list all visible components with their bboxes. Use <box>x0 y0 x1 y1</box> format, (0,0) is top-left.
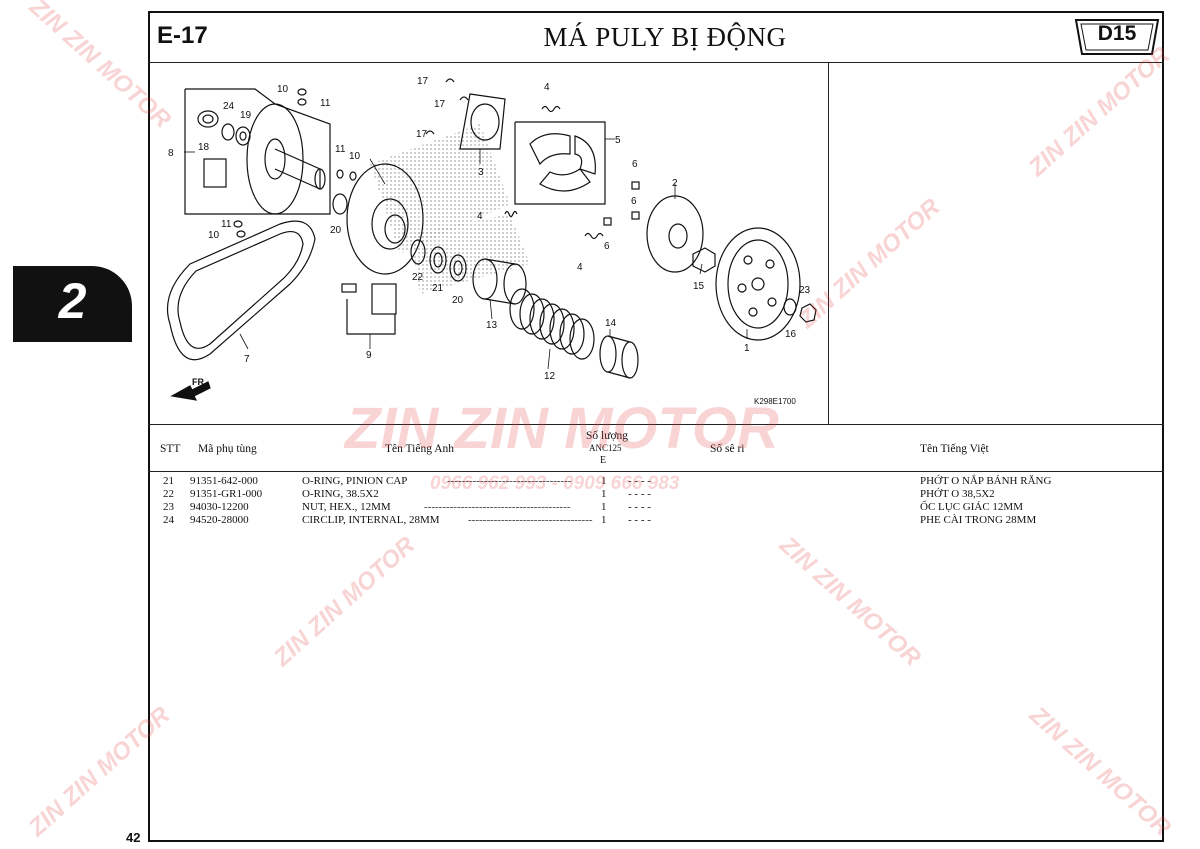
row-english: O-RING, PINION CAP <box>302 475 408 487</box>
col-header-english: Tên Tiếng Anh <box>385 443 455 455</box>
row-stt: 21 <box>163 475 174 487</box>
callout-8: 8 <box>168 148 174 159</box>
row-english: O-RING, 38.5X2 <box>302 488 379 500</box>
callout-22: 22 <box>412 272 424 283</box>
callout-4b: 4 <box>477 211 483 222</box>
callout-3: 3 <box>478 167 484 178</box>
callout-17c: 17 <box>416 129 428 140</box>
row-part-no: 91351-642-000 <box>190 475 258 487</box>
callout-21: 21 <box>432 283 444 294</box>
callout-19: 19 <box>240 110 252 121</box>
section-tab <box>13 266 132 342</box>
callout-14: 14 <box>605 318 617 329</box>
table-header-divider <box>148 471 1164 472</box>
row-serial: - - - - <box>628 514 651 526</box>
callout-10b: 10 <box>349 151 361 162</box>
row-vietnamese: PHỚT O NẮP BÁNH RĂNG <box>920 475 1052 487</box>
figure-side-divider <box>828 62 829 424</box>
callout-11c: 11 <box>221 219 232 230</box>
section-tab-number: 2 <box>58 273 87 329</box>
callout-4c: 4 <box>577 262 583 273</box>
callout-1: 1 <box>744 343 750 354</box>
callout-24: 24 <box>223 101 235 112</box>
col-header-serial: Số sê ri <box>710 443 745 455</box>
callout-15: 15 <box>693 281 705 292</box>
row-qty: 1 <box>601 514 607 526</box>
col-header-stt: STT <box>160 443 181 455</box>
col-header-qty-model: ANC125 <box>589 443 622 453</box>
watermark-brand: ZIN ZIN MOTOR <box>345 396 779 461</box>
callout-17: 17 <box>417 76 429 87</box>
callout-16: 16 <box>785 329 797 340</box>
row-leader: ---------------------------------- <box>468 514 593 526</box>
callout-11: 11 <box>320 98 331 109</box>
row-qty: 1 <box>601 488 607 500</box>
row-vietnamese: PHE CÀI TRONG 28MM <box>920 514 1037 526</box>
callout-7: 7 <box>244 354 250 365</box>
row-qty: 1 <box>601 501 607 513</box>
col-header-qty: Số lượng <box>586 430 629 442</box>
row-qty: 1 <box>601 475 607 487</box>
col-header-part-no: Mã phụ tùng <box>198 443 257 455</box>
watermark-phone: 0966 962 993 - 0909 666 983 <box>430 473 680 494</box>
row-part-no: 94520-28000 <box>190 514 249 526</box>
callout-20: 20 <box>330 225 342 236</box>
row-english: NUT, HEX., 12MM <box>302 501 391 513</box>
fr-label: FR. <box>192 377 207 387</box>
row-serial: - - - - <box>628 475 651 487</box>
figure-divider <box>148 424 1164 425</box>
header-divider <box>148 62 1164 63</box>
section-code: E-17 <box>157 22 208 49</box>
callout-12: 12 <box>544 371 556 382</box>
row-vietnamese: ỐC LỤC GIÁC 12MM <box>920 501 1023 513</box>
row-part-no: 91351-GR1-000 <box>190 488 263 500</box>
section-badge: D15 <box>1097 22 1137 45</box>
row-serial: - - - - <box>628 488 651 500</box>
row-leader: ---------------------------------- <box>447 475 572 487</box>
exploded-parts-diagram: 1 2 3 4 4 4 5 6 6 6 7 8 9 10 10 10 11 11… <box>166 76 817 406</box>
callout-10: 10 <box>277 84 289 95</box>
callout-4: 4 <box>544 82 550 93</box>
callout-2: 2 <box>672 178 678 189</box>
row-part-no: 94030-12200 <box>190 501 249 513</box>
callout-6: 6 <box>632 159 638 170</box>
row-serial: - - - - <box>628 501 651 513</box>
callout-23: 23 <box>799 285 811 296</box>
row-stt: 23 <box>163 501 174 513</box>
callout-6c: 6 <box>604 241 610 252</box>
row-stt: 24 <box>163 514 174 526</box>
callout-9: 9 <box>366 350 372 361</box>
callout-6b: 6 <box>631 196 637 207</box>
callout-5: 5 <box>615 135 621 146</box>
page-frame <box>148 11 1164 842</box>
page-number: 42 <box>126 830 141 845</box>
callout-20b: 20 <box>452 295 464 306</box>
callout-17b: 17 <box>434 99 446 110</box>
row-english: CIRCLIP, INTERNAL, 28MM <box>302 514 440 526</box>
callout-13: 13 <box>486 320 498 331</box>
badge-shape <box>1074 19 1160 55</box>
figure-code: K298E1700 <box>754 397 796 406</box>
row-leader: ---------------------------------------- <box>424 501 571 513</box>
page-title: MÁ PULY BỊ ĐỘNG <box>543 22 787 52</box>
col-header-qty-type: E <box>600 455 607 466</box>
col-header-vietnamese: Tên Tiếng Việt <box>920 443 989 455</box>
callout-10c: 10 <box>208 230 220 241</box>
callout-11b: 11 <box>335 144 346 155</box>
row-stt: 22 <box>163 488 174 500</box>
callout-18: 18 <box>198 142 210 153</box>
row-vietnamese: PHỚT O 38,5X2 <box>920 488 995 500</box>
